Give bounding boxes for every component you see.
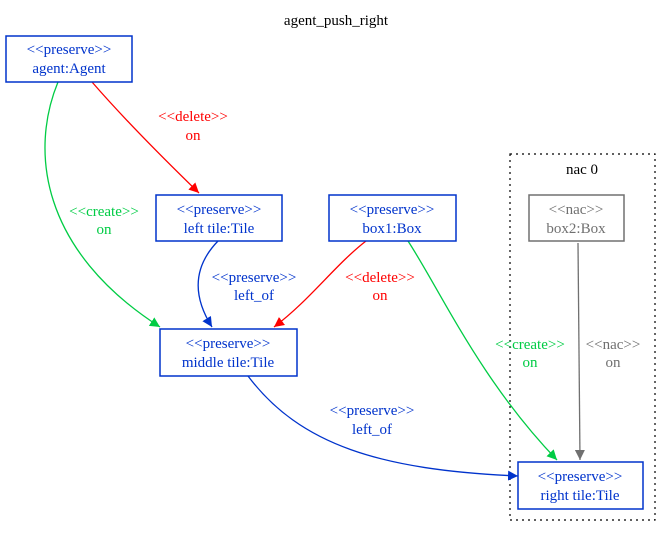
- edge-line: [273, 240, 367, 328]
- edge-agent-middle: <<create>> on: [44, 81, 161, 328]
- node-label: left tile:Tile: [184, 221, 255, 237]
- edge-stereotype: <<nac>>: [586, 337, 641, 353]
- edge-stereotype: <<delete>>: [158, 109, 228, 125]
- node-stereotype: <<nac>>: [549, 202, 604, 218]
- edge-box2-right: <<nac>> on: [574, 242, 641, 461]
- edge-line: [91, 81, 200, 194]
- edge-label: on: [97, 222, 113, 238]
- node-box: [155, 194, 283, 242]
- node-label: right tile:Tile: [540, 488, 619, 504]
- edge-label: on: [186, 128, 202, 144]
- node-middle-tile[interactable]: <<preserve>> middle tile:Tile: [159, 328, 298, 377]
- nac-cluster-label: nac 0: [566, 162, 598, 178]
- edge-stereotype: <<preserve>>: [330, 403, 415, 419]
- edge-label: on: [373, 288, 389, 304]
- edge-line: [44, 81, 161, 328]
- node-label: middle tile:Tile: [182, 355, 275, 371]
- edge-label: on: [523, 355, 539, 371]
- edge-middle-right: <<preserve>> left_of: [247, 375, 519, 481]
- node-label: agent:Agent: [32, 61, 106, 77]
- edge-label: left_of: [234, 288, 274, 304]
- edge-agent-left: <<delete>> on: [91, 81, 228, 194]
- node-agent[interactable]: <<preserve>> agent:Agent: [5, 35, 133, 83]
- edge-line: [574, 242, 585, 461]
- edge-line: [247, 375, 519, 481]
- node-box: [528, 194, 625, 242]
- edge-left-middle: <<preserve>> left_of: [197, 240, 297, 328]
- node-label: box2:Box: [546, 221, 606, 237]
- edge-box1-right: <<create>> on: [407, 240, 565, 461]
- edge-label: left_of: [352, 422, 392, 438]
- edge-label: on: [606, 355, 622, 371]
- edge-line: [197, 240, 219, 328]
- nac-cluster: nac 0: [509, 153, 656, 521]
- edge-stereotype: <<preserve>>: [212, 270, 297, 286]
- edge-stereotype: <<delete>>: [345, 270, 415, 286]
- node-left-tile[interactable]: <<preserve>> left tile:Tile: [155, 194, 283, 242]
- node-box1[interactable]: <<preserve>> box1:Box: [328, 194, 457, 242]
- node-box2[interactable]: <<nac>> box2:Box: [528, 194, 625, 242]
- nac-cluster-frame: [509, 153, 656, 521]
- node-stereotype: <<preserve>>: [27, 42, 112, 58]
- node-box: [328, 194, 457, 242]
- node-stereotype: <<preserve>>: [538, 469, 623, 485]
- edge-box1-middle: <<delete>> on: [273, 240, 415, 328]
- node-box: [159, 328, 298, 377]
- node-stereotype: <<preserve>>: [177, 202, 262, 218]
- edge-stereotype: <<create>>: [495, 337, 565, 353]
- node-box: [5, 35, 133, 83]
- node-right-tile[interactable]: <<preserve>> right tile:Tile: [517, 461, 644, 510]
- node-label: box1:Box: [362, 221, 422, 237]
- diagram-title: agent_push_right: [284, 13, 389, 29]
- node-box: [517, 461, 644, 510]
- node-stereotype: <<preserve>>: [186, 336, 271, 352]
- edge-line: [407, 240, 558, 461]
- node-stereotype: <<preserve>>: [350, 202, 435, 218]
- edge-stereotype: <<create>>: [69, 204, 139, 220]
